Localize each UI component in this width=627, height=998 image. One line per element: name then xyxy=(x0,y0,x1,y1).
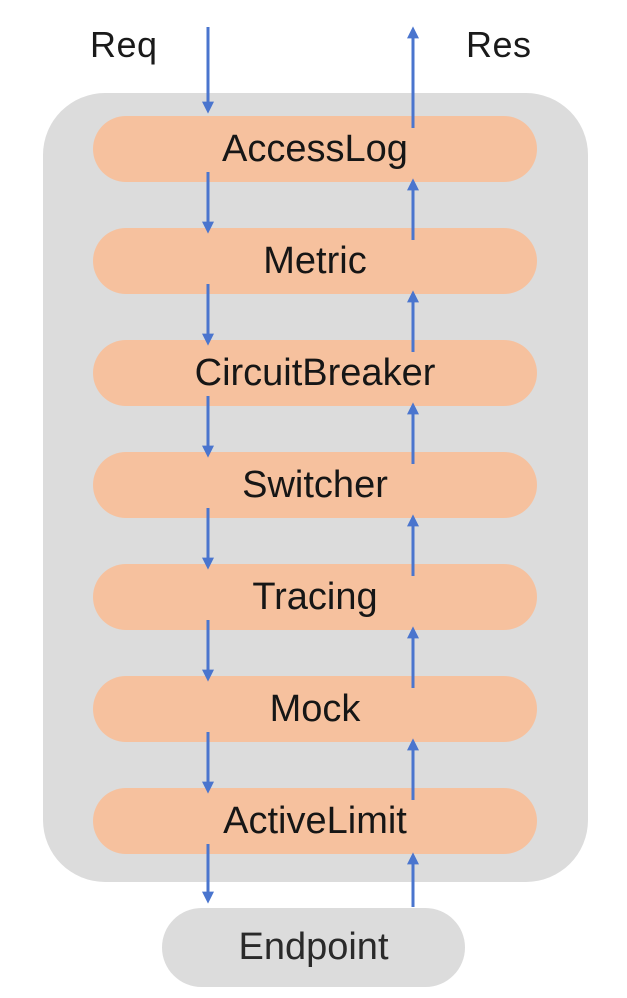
middleware-node-switcher: Switcher xyxy=(93,452,537,518)
endpoint-node-label: Endpoint xyxy=(238,926,389,968)
middleware-node-activelimit: ActiveLimit xyxy=(93,788,537,854)
endpoint-node: Endpoint xyxy=(162,908,465,987)
middleware-node-label: Metric xyxy=(263,239,367,282)
response-label: Res xyxy=(466,24,532,65)
middleware-node-label: Mock xyxy=(269,687,361,730)
middleware-node-label: Switcher xyxy=(242,463,388,506)
middleware-node-label: AccessLog xyxy=(222,127,408,170)
middleware-node-tracing: Tracing xyxy=(93,564,537,630)
request-label: Req xyxy=(90,24,158,65)
middleware-node-label: ActiveLimit xyxy=(223,799,407,842)
middleware-node-circuitbreaker: CircuitBreaker xyxy=(93,340,537,406)
middleware-node-accesslog: AccessLog xyxy=(93,116,537,182)
middleware-node-metric: Metric xyxy=(93,228,537,294)
middleware-node-mock: Mock xyxy=(93,676,537,742)
middleware-node-label: Tracing xyxy=(252,575,378,618)
middleware-node-label: CircuitBreaker xyxy=(194,351,436,394)
